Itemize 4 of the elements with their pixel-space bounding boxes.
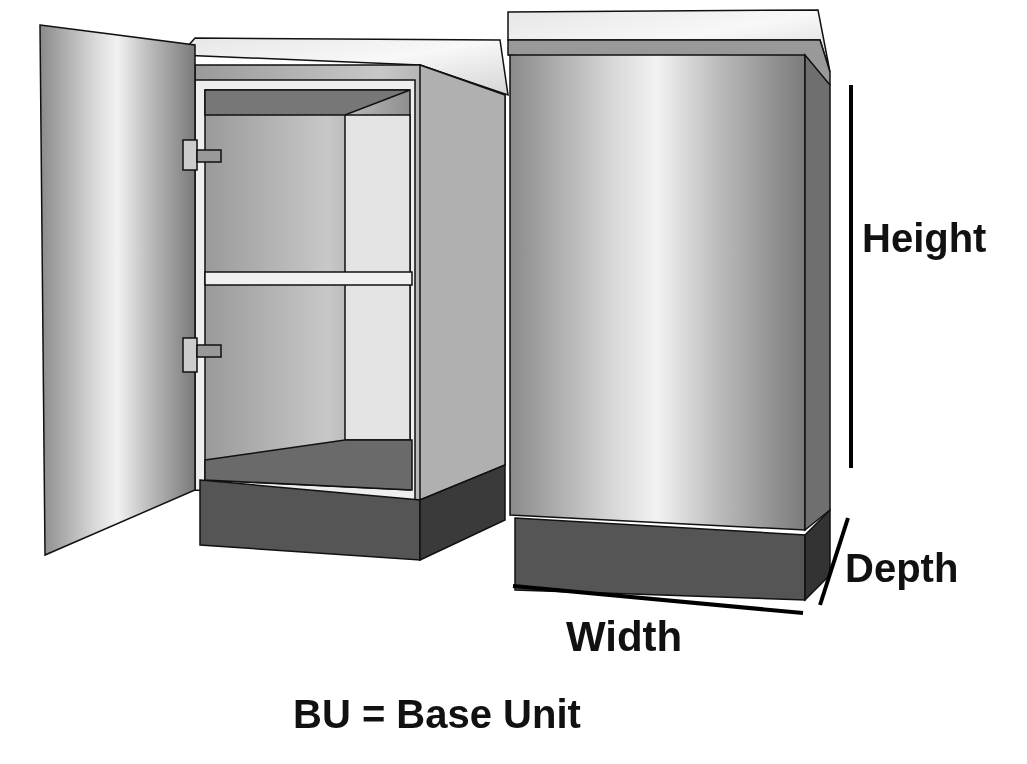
dimension-label: Width [566, 616, 683, 658]
caption: BU = Base Unit [293, 694, 581, 734]
dimension-label: Height [862, 218, 987, 258]
dimension-label: Depth [845, 548, 959, 588]
